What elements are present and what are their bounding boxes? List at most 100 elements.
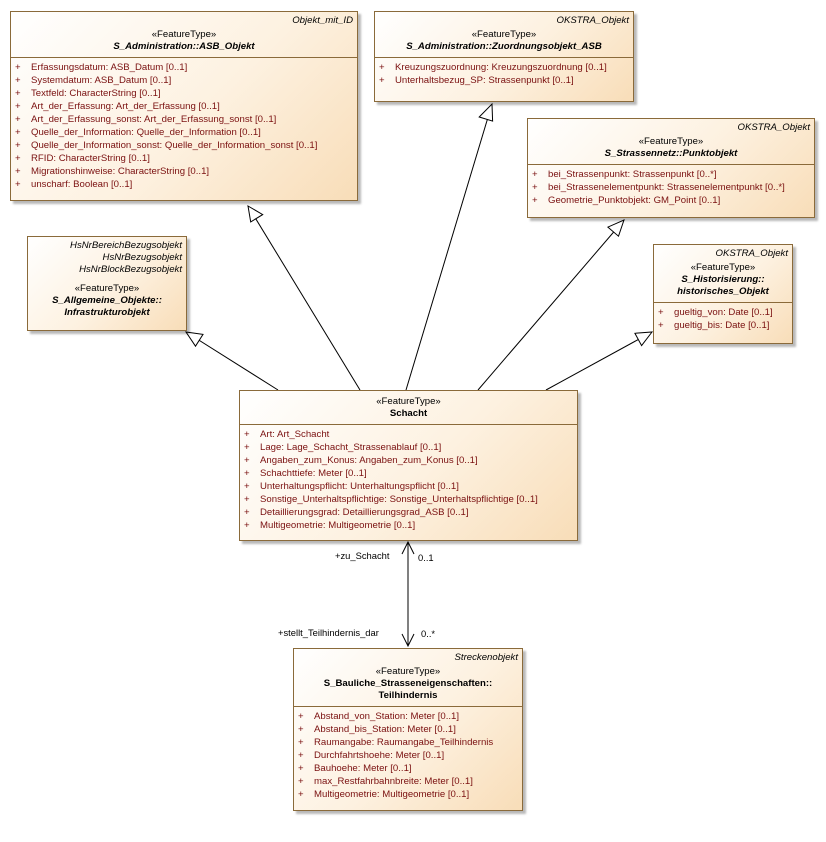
visibility-marker: + <box>298 724 304 735</box>
attribute-text: Art_der_Erfassung: Art_der_Erfassung [0.… <box>31 101 220 112</box>
attribute-row[interactable]: +gueltig_bis: Date [0..1] <box>658 319 788 332</box>
visibility-marker: + <box>15 101 21 112</box>
class-punktobjekt-tag: OKSTRA_Objekt <box>737 122 810 133</box>
attribute-text: Textfeld: CharacterString [0..1] <box>31 88 161 99</box>
generalization-to-historisches-objekt[interactable] <box>545 331 653 391</box>
class-asb-objekt[interactable]: Objekt_mit_ID «FeatureType» S_Administra… <box>10 11 358 201</box>
class-teilhindernis[interactable]: Streckenobjekt «FeatureType» S_Bauliche_… <box>293 648 523 811</box>
class-historisches-objekt-name: S_Historisierung:: <box>681 274 765 285</box>
attribute-row[interactable]: +unscharf: Boolean [0..1] <box>15 178 353 191</box>
class-zuordnungsobjekt-asb-stereotype: «FeatureType» <box>471 29 537 40</box>
visibility-marker: + <box>15 114 21 125</box>
visibility-marker: + <box>244 429 250 440</box>
class-zuordnungsobjekt-asb[interactable]: OKSTRA_Objekt «FeatureType» S_Administra… <box>374 11 634 102</box>
association-arrowhead-teilhindernis <box>401 633 415 648</box>
attribute-row[interactable]: +Schachttiefe: Meter [0..1] <box>244 467 573 480</box>
attribute-text: Angaben_zum_Konus: Angaben_zum_Konus [0.… <box>260 455 478 466</box>
attribute-row[interactable]: +bei_Strassenelementpunkt: Strasseneleme… <box>532 181 810 194</box>
attribute-row[interactable]: +Lage: Lage_Schacht_Strassenablauf [0..1… <box>244 441 573 454</box>
attribute-row[interactable]: +Migrationshinweise: CharacterString [0.… <box>15 165 353 178</box>
class-schacht-name: Schacht <box>389 408 428 419</box>
class-zuordnungsobjekt-asb-name: S_Administration::Zuordnungsobjekt_ASB <box>406 41 602 52</box>
class-infrastrukturobjekt-name: S_Allgemeine_Objekte:: <box>52 295 162 306</box>
class-punktobjekt[interactable]: OKSTRA_Objekt «FeatureType» S_Strassenne… <box>527 118 815 218</box>
attribute-row[interactable]: + Geometrie_Punktobjekt: GM_Point [0..1] <box>532 194 810 207</box>
visibility-marker: + <box>379 75 385 86</box>
visibility-marker: + <box>532 182 538 193</box>
association-multiplicity-schacht: 0..1 <box>418 552 434 563</box>
class-teilhindernis-attributes: +Abstand_von_Station: Meter [0..1] +Abst… <box>294 706 522 803</box>
attribute-text: Quelle_der_Information: Quelle_der_Infor… <box>31 127 261 138</box>
attribute-row[interactable]: +Systemdatum: ASB_Datum [0..1] <box>15 74 353 87</box>
attribute-row[interactable]: +Raumangabe: Raumangabe_Teilhindernis <box>298 736 518 749</box>
attribute-row[interactable]: +Art: Art_Schacht <box>244 428 573 441</box>
class-schacht[interactable]: «FeatureType» Schacht +Art: Art_Schacht … <box>239 390 578 541</box>
class-infrastrukturobjekt-header: HsNrBereichBezugsobjekt HsNrBezugsobjekt… <box>28 237 186 323</box>
association-role-zu-schacht: +zu_Schacht <box>335 550 390 561</box>
generalization-arrowhead-punktobjekt <box>606 219 625 238</box>
attribute-row[interactable]: +max_Restfahrbahnbreite: Meter [0..1] <box>298 775 518 788</box>
attribute-text: Lage: Lage_Schacht_Strassenablauf [0..1] <box>260 442 442 453</box>
generalization-to-asb-objekt[interactable] <box>247 205 361 391</box>
class-asb-objekt-header: Objekt_mit_ID «FeatureType» S_Administra… <box>11 12 357 57</box>
attribute-row[interactable]: +Multigeometrie: Multigeometrie [0..1] <box>298 788 518 801</box>
association-arrowhead-schacht <box>401 540 415 555</box>
attribute-text: Migrationshinweise: CharacterString [0..… <box>31 166 210 177</box>
attribute-row[interactable]: +Angaben_zum_Konus: Angaben_zum_Konus [0… <box>244 454 573 467</box>
attribute-row[interactable]: +Abstand_von_Station: Meter [0..1] <box>298 710 518 723</box>
class-asb-objekt-attributes: +Erfassungsdatum: ASB_Datum [0..1] +Syst… <box>11 57 357 193</box>
attribute-row[interactable]: +Detaillierungsgrad: Detaillierungsgrad_… <box>244 506 573 519</box>
class-infrastrukturobjekt-tag: HsNrBereichBezugsobjekt <box>70 240 182 251</box>
attribute-text: Multigeometrie: Multigeometrie [0..1] <box>314 789 470 800</box>
class-infrastrukturobjekt[interactable]: HsNrBereichBezugsobjekt HsNrBezugsobjekt… <box>27 236 187 331</box>
visibility-marker: + <box>379 62 385 73</box>
attribute-text: Raumangabe: Raumangabe_Teilhindernis <box>314 737 494 748</box>
attribute-row[interactable]: +Multigeometrie: Multigeometrie [0..1] <box>244 519 573 532</box>
attribute-row[interactable]: +Durchfahrtshoehe: Meter [0..1] <box>298 749 518 762</box>
attribute-row[interactable]: +bei_Strassenpunkt: Strassenpunkt [0..*] <box>532 168 810 181</box>
attribute-row[interactable]: +Textfeld: CharacterString [0..1] <box>15 87 353 100</box>
attribute-row[interactable]: + Abstand_bis_Station: Meter [0..1] <box>298 723 518 736</box>
attribute-text: Multigeometrie: Multigeometrie [0..1] <box>260 520 416 531</box>
visibility-marker: + <box>15 179 21 190</box>
attribute-text: Abstand_bis_Station: Meter [0..1] <box>314 724 456 735</box>
class-historisches-objekt-tag: OKSTRA_Objekt <box>715 248 788 259</box>
attribute-text: Abstand_von_Station: Meter [0..1] <box>314 711 460 722</box>
attribute-row[interactable]: +Quelle_der_Information_sonst: Quelle_de… <box>15 139 353 152</box>
attribute-row[interactable]: + Art_der_Erfassung: Art_der_Erfassung [0… <box>15 100 353 113</box>
generalization-to-zuordnungsobjekt[interactable] <box>405 103 493 391</box>
attribute-row[interactable]: +Art_der_Erfassung_sonst: Art_der_Erfass… <box>15 113 353 126</box>
attribute-row[interactable]: +Unterhaltsbezug_SP: Strassenpunkt [0..1… <box>379 74 629 87</box>
visibility-marker: + <box>15 62 21 73</box>
visibility-marker: + <box>244 507 250 518</box>
generalization-to-infrastrukturobjekt[interactable] <box>185 331 279 391</box>
attribute-row[interactable]: + Sonstige_Unterhaltspflichtige: Sonstige… <box>244 493 573 506</box>
attribute-text: Durchfahrtshoehe: Meter [0..1] <box>314 750 445 761</box>
association-multiplicity-teilhindernis: 0..* <box>421 628 436 639</box>
attribute-row[interactable]: +Bauhoehe: Meter [0..1] <box>298 762 518 775</box>
class-historisches-objekt-stereotype: «FeatureType» <box>690 262 756 273</box>
attribute-row[interactable]: +RFID: CharacterString [0..1] <box>15 152 353 165</box>
visibility-marker: + <box>15 75 21 86</box>
attribute-row[interactable]: +Erfassungsdatum: ASB_Datum [0..1] <box>15 61 353 74</box>
attribute-text: Sonstige_Unterhaltspflichtige: Sonstige_… <box>260 494 538 505</box>
class-asb-objekt-name: S_Administration::ASB_Objekt <box>113 41 255 52</box>
class-infrastrukturobjekt-stereotype: «FeatureType» <box>74 283 140 294</box>
visibility-marker: + <box>244 494 250 505</box>
class-historisches-objekt[interactable]: OKSTRA_Objekt «FeatureType» S_Historisie… <box>653 244 793 344</box>
attribute-text: Geometrie_Punktobjekt: GM_Point [0..1] <box>548 195 721 206</box>
attribute-row[interactable]: +Quelle_der_Information: Quelle_der_Info… <box>15 126 353 139</box>
visibility-marker: + <box>244 468 250 479</box>
generalization-arrowhead-asb-objekt <box>247 205 264 223</box>
attribute-row[interactable]: +Kreuzungszuordnung: Kreuzungszuordnung … <box>379 61 629 74</box>
generalization-to-punktobjekt[interactable] <box>477 219 625 391</box>
attribute-text: gueltig_bis: Date [0..1] <box>674 320 770 331</box>
attribute-row[interactable]: +gueltig_von: Date [0..1] <box>658 306 788 319</box>
visibility-marker: + <box>532 169 538 180</box>
generalization-arrowhead-zuordnungsobjekt <box>478 102 494 122</box>
visibility-marker: + <box>532 195 538 206</box>
class-schacht-attributes: +Art: Art_Schacht +Lage: Lage_Schacht_St… <box>240 424 577 534</box>
class-schacht-stereotype: «FeatureType» <box>376 396 441 407</box>
attribute-row[interactable]: +Unterhaltungspflicht: Unterhaltungspfli… <box>244 480 573 493</box>
